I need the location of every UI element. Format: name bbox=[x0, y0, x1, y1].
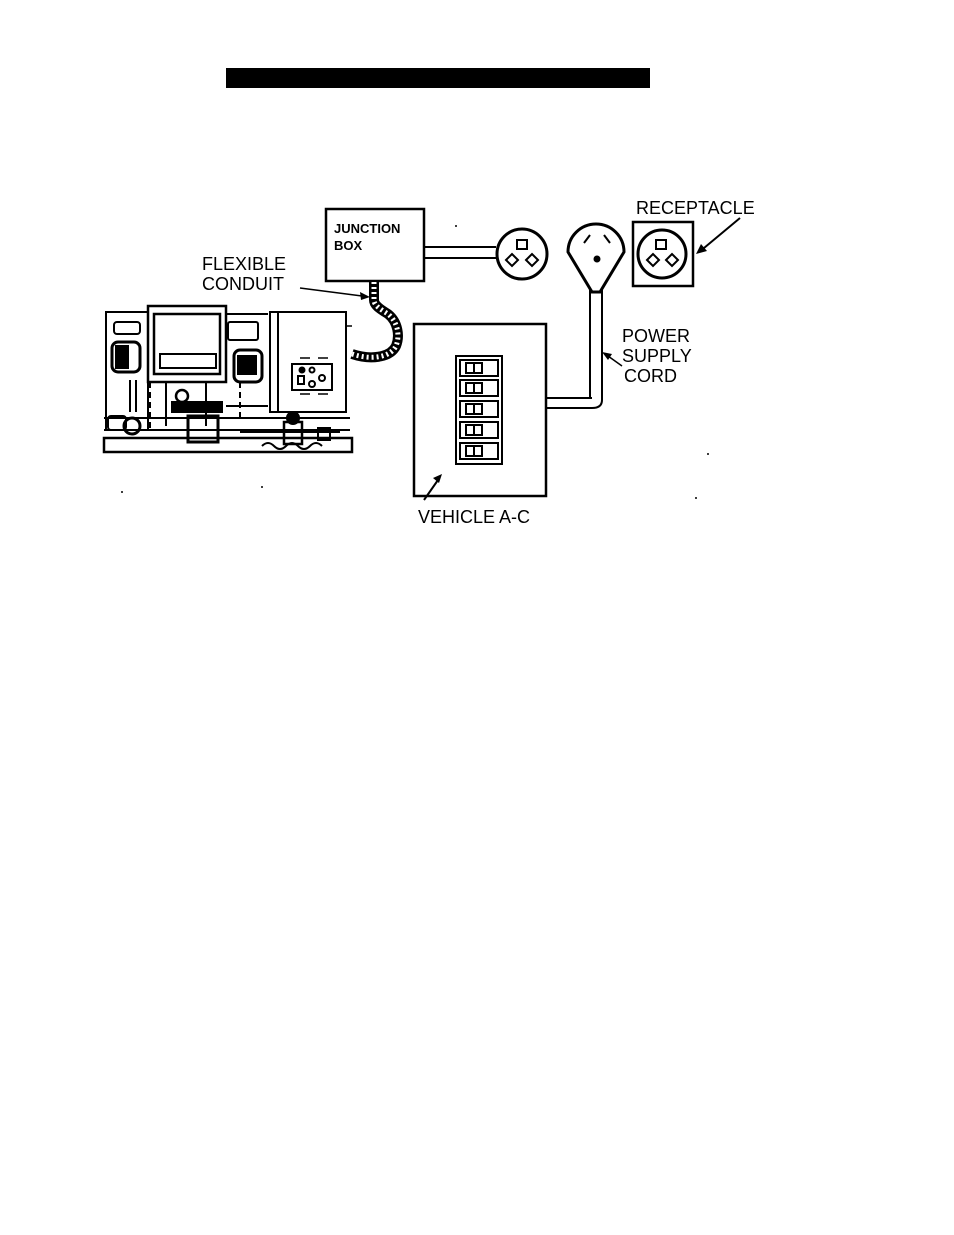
power-supply-cord-label-line2: SUPPLY bbox=[622, 346, 692, 366]
flexible-conduit bbox=[352, 282, 398, 357]
power-plug bbox=[568, 224, 624, 292]
vehicle-ac-panel bbox=[414, 324, 546, 500]
power-supply-cord bbox=[546, 290, 602, 408]
receptacle bbox=[633, 222, 693, 286]
junction-box-label-line1: JUNCTION bbox=[334, 221, 400, 236]
power-supply-cord-label-line3: CORD bbox=[624, 366, 677, 386]
junction-box: JUNCTION BOX bbox=[326, 209, 424, 281]
power-supply-cord-label-line1: POWER bbox=[622, 326, 690, 346]
vehicle-ac-label: VEHICLE A-C bbox=[418, 507, 530, 527]
junction-box-label-line2: BOX bbox=[334, 238, 363, 253]
flexible-conduit-label-line2: CONDUIT bbox=[202, 274, 284, 294]
junction-cord bbox=[424, 247, 496, 258]
flexible-conduit-label-line1: FLEXIBLE bbox=[202, 254, 286, 274]
cord-connector bbox=[497, 229, 547, 279]
receptacle-label-text: RECEPTACLE bbox=[636, 198, 755, 218]
generator-set bbox=[104, 306, 352, 452]
power-supply-cord-label: POWER SUPPLY CORD bbox=[602, 326, 692, 386]
wiring-diagram: JUNCTION BOX FLEXIBLE CONDUIT bbox=[100, 190, 780, 530]
title-bar bbox=[226, 68, 650, 88]
